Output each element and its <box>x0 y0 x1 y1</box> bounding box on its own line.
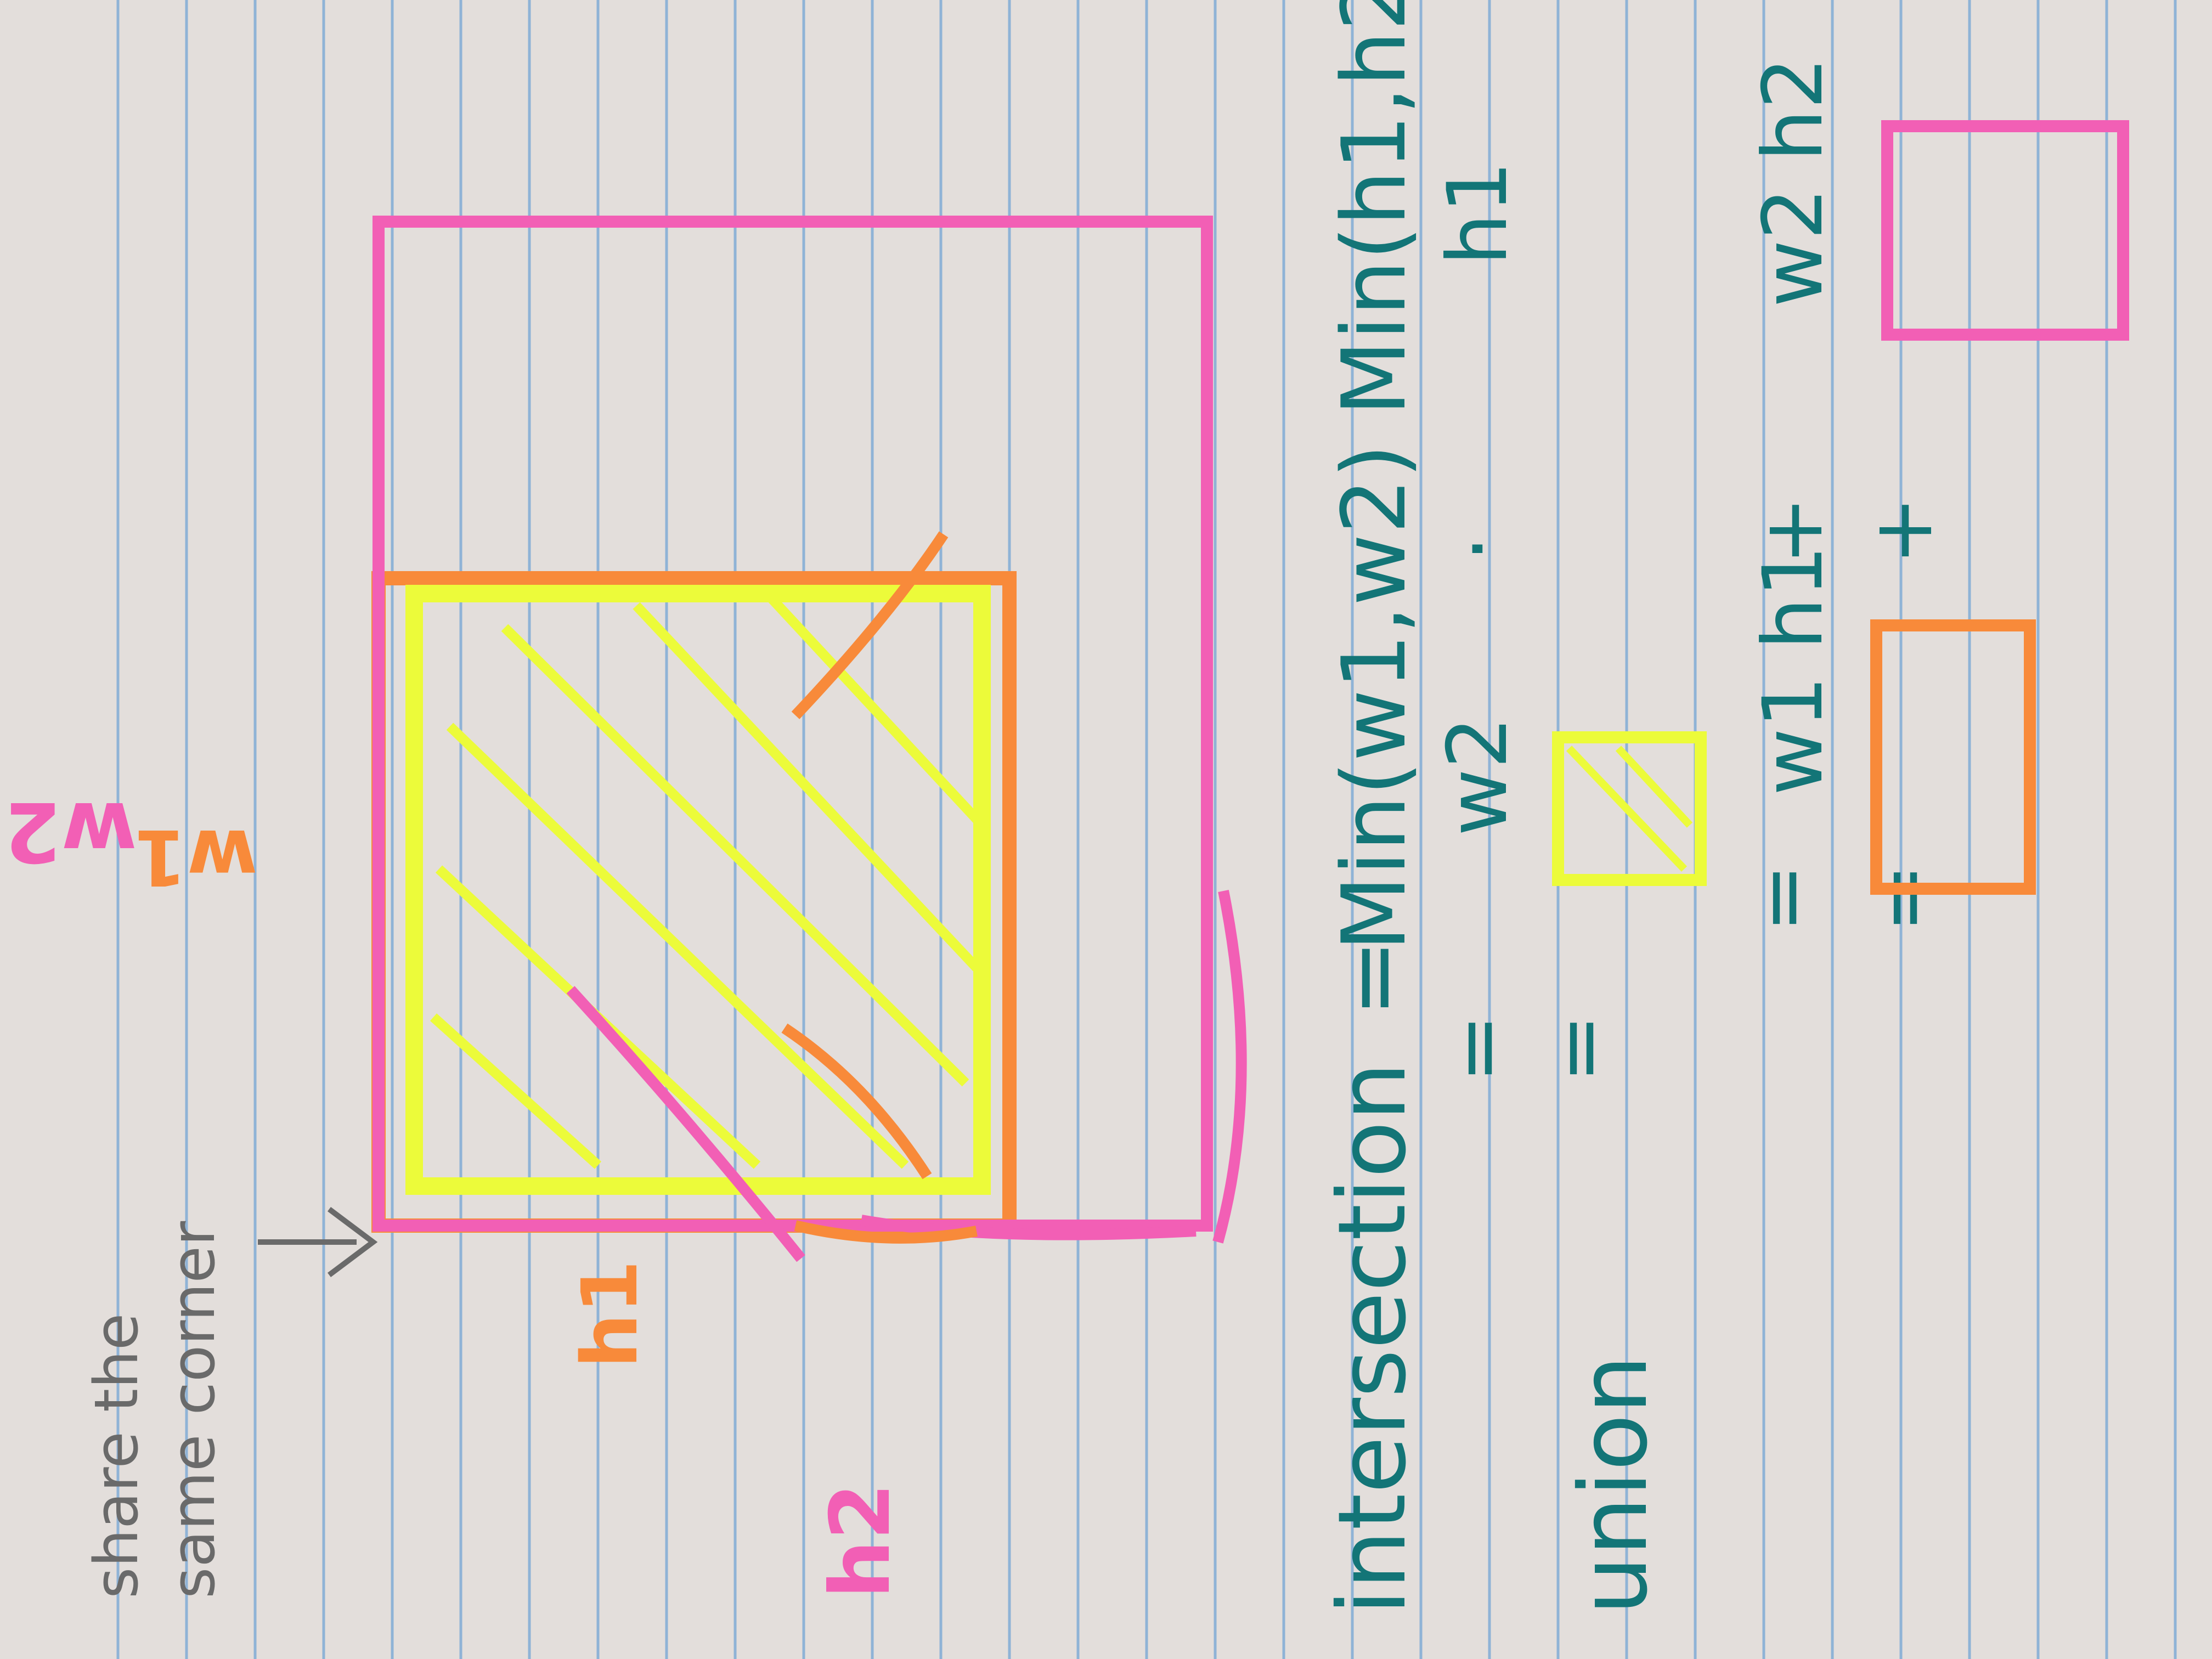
pink-rectangle <box>373 216 1213 1232</box>
dimension-arcs <box>566 531 1247 1262</box>
union-orange-mini-rect <box>1870 619 2036 895</box>
intersection-row2-dot: · <box>1430 535 1526 562</box>
corner-note: share the same corner <box>81 1221 228 1599</box>
intersection-formula: Min(w1,w2) Min(h1,h2) <box>1323 0 1425 951</box>
w1-arc-left <box>781 1023 932 1180</box>
union-row2-plus: + <box>1855 496 1951 565</box>
intersection-equals: = <box>1318 939 1427 1017</box>
overlap-hatching <box>430 591 986 1169</box>
note-line-1: share the <box>81 1313 151 1599</box>
union-equals: = <box>1735 864 1830 933</box>
union-rows: = w1 h1 + w2 h2 = + <box>1735 57 1951 933</box>
union-pink-mini-rect <box>1881 120 2129 341</box>
union-term1: w1 h1 <box>1746 545 1841 795</box>
intersection-row2-equals: = <box>1430 1014 1526 1083</box>
equations: intersection = Min(w1,w2) Min(h1,h2) = w… <box>1318 0 1668 1615</box>
w2-arc-left <box>566 986 805 1262</box>
intersection-row2-w: w2 <box>1430 716 1526 836</box>
h1-label: h1 <box>566 1260 655 1368</box>
rectangles-diagram <box>371 216 1213 1244</box>
corner-arrow <box>258 1207 378 1277</box>
union-row2-equals: = <box>1855 864 1951 933</box>
union-label: union <box>1560 1355 1668 1615</box>
h2-label: h2 <box>813 1483 909 1599</box>
overlap-mini-square <box>1552 731 1707 886</box>
w1-label: w1 <box>133 812 258 901</box>
overlap-square <box>405 585 991 1195</box>
w1-arc-right <box>791 531 949 719</box>
intersection-label: intersection <box>1318 1062 1427 1615</box>
w2-label: w2 <box>4 783 137 879</box>
intersection-row3-equals: = <box>1532 1014 1627 1083</box>
w1-arc <box>794 1220 978 1244</box>
w2-arc <box>860 1215 1197 1240</box>
union-term2: w2 h2 <box>1746 57 1841 307</box>
note-line-2: same corner <box>158 1221 228 1599</box>
w2-arc-right <box>1212 890 1247 1244</box>
union-plus1: + <box>1746 496 1841 565</box>
intersection-row2-h: h1 <box>1430 161 1526 266</box>
